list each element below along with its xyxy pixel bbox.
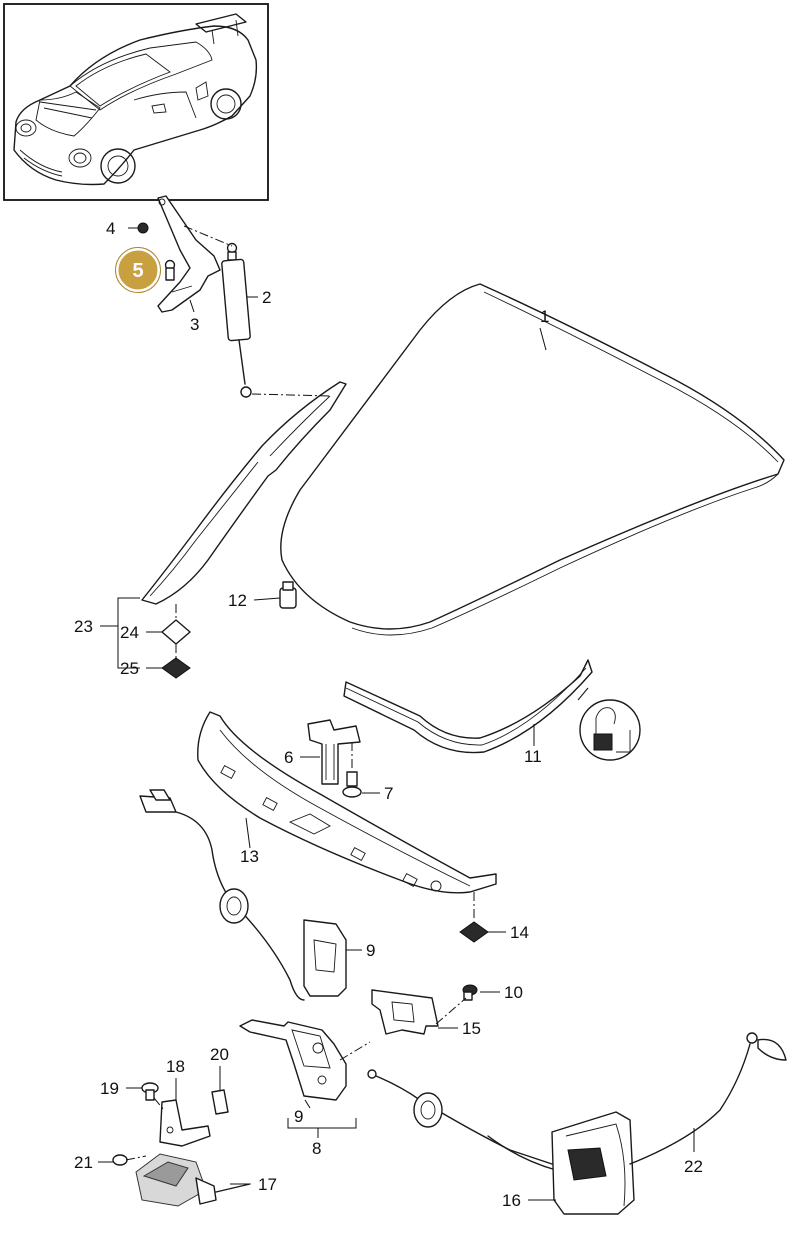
callout-4: 4: [106, 219, 115, 238]
connector-cable: [139, 789, 305, 1001]
hood-latch: [239, 1019, 347, 1101]
seal-strip: [141, 381, 347, 605]
callout-6: 6: [284, 748, 293, 767]
bolt-10: [462, 984, 478, 1001]
latch-bracket: [371, 989, 439, 1035]
hood-seal: [343, 659, 593, 754]
actuator-bracket: [159, 1099, 211, 1147]
vehicle-thumbnail: [3, 3, 269, 201]
hood-panel: [280, 283, 785, 636]
callout-16: 16: [502, 1191, 521, 1210]
seal-profile-symbol: [579, 699, 641, 761]
clip-14: [459, 921, 489, 943]
callout-8: 8: [312, 1139, 321, 1158]
leader-lines: [98, 296, 695, 1201]
bolt-7: [342, 771, 362, 798]
latch-striker: [307, 719, 361, 785]
callout-11: 11: [524, 747, 542, 766]
hood-hinge: [157, 195, 221, 313]
switch-bracket: [303, 919, 347, 997]
callout-9-upper: 9: [366, 941, 375, 960]
highlight-badge-5[interactable]: 5: [115, 247, 161, 293]
callout-1: 1: [540, 307, 549, 326]
callouts: 1 2 3 4 6 7 8 9 9 10 11 12 13 14 15 16 1…: [74, 219, 703, 1210]
callout-3: 3: [190, 315, 199, 334]
callout-13: 13: [240, 847, 259, 866]
callout-7: 7: [384, 784, 393, 803]
callout-5: 5: [132, 260, 143, 282]
clip-20: [211, 1089, 229, 1115]
callout-21: 21: [74, 1153, 93, 1172]
bolt-21: [112, 1154, 128, 1166]
clip-25: [161, 657, 191, 679]
callout-23: 23: [74, 617, 93, 636]
callout-18: 18: [166, 1057, 185, 1076]
bolt-5: [164, 259, 176, 281]
callout-9-lower: 9: [294, 1107, 303, 1126]
callout-25: 25: [120, 659, 139, 678]
bolt-4: [128, 222, 149, 234]
callout-17: 17: [258, 1175, 277, 1194]
front-cover-panel: [197, 711, 497, 894]
callout-19: 19: [100, 1079, 119, 1098]
callout-12: 12: [228, 591, 247, 610]
bolt-19: [141, 1082, 159, 1101]
callout-22: 22: [684, 1157, 703, 1176]
gas-strut: [221, 242, 252, 398]
bump-stop: [279, 581, 297, 609]
assembly-lines: [125, 225, 475, 1161]
clip-24: [161, 619, 191, 645]
callout-14: 14: [510, 923, 529, 942]
callout-10: 10: [504, 983, 523, 1002]
actuator: [135, 1153, 251, 1207]
callout-2: 2: [262, 288, 271, 307]
callout-24: 24: [120, 623, 139, 642]
callout-20: 20: [210, 1045, 229, 1064]
release-cable: [367, 1069, 635, 1215]
emergency-cable: [629, 1032, 787, 1165]
callout-15: 15: [462, 1019, 481, 1038]
